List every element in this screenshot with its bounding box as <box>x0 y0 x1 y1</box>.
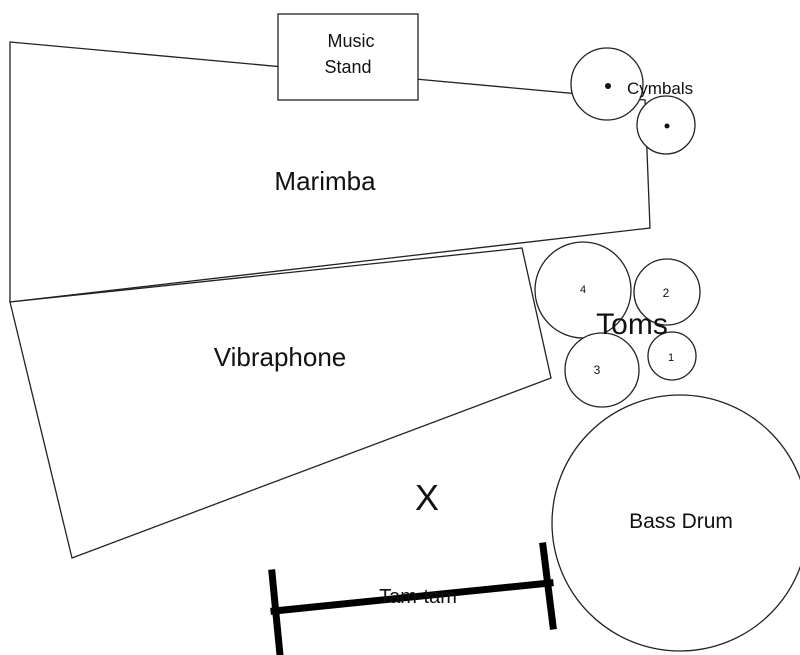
tam-tam-label: Tam-tam <box>379 586 457 608</box>
cymbal-right-center <box>664 123 670 129</box>
cymbals-label: Cymbals <box>627 79 693 98</box>
tom-4-number: 4 <box>580 284 586 296</box>
marimba-label: Marimba <box>274 166 376 196</box>
bass-drum <box>551 394 800 652</box>
tom-3-number: 3 <box>594 363 601 377</box>
player-position-marker: X <box>415 477 439 518</box>
tom-1 <box>647 331 697 381</box>
vibraphone-shape <box>9 247 552 559</box>
music-stand-label-line2: Stand <box>324 57 371 77</box>
marimba-shape <box>9 41 651 303</box>
tom-3 <box>564 332 640 408</box>
tom-2 <box>633 258 701 326</box>
cymbal-left-center <box>605 83 611 89</box>
vibraphone-label: Vibraphone <box>214 342 347 372</box>
tam-tam-frame <box>268 542 557 655</box>
bass-drum-label: Bass Drum <box>629 510 733 533</box>
music-stand-label-line1: Music <box>327 31 374 51</box>
music-stand-box <box>277 13 419 101</box>
toms-label: Toms <box>596 308 668 341</box>
tom-2-number: 2 <box>663 286 670 300</box>
tom-1-number: 1 <box>668 352 674 364</box>
